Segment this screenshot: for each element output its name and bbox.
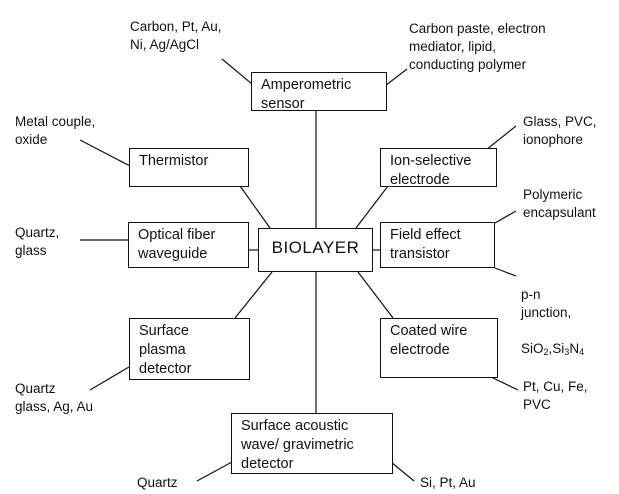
amperometric-sensor-label: Amperometric sensor [261,77,352,112]
connector-acoustic-right-label [390,461,415,482]
connector-fet-top-label [494,210,517,224]
amperometric-materials-right: Carbon paste, electron mediator, lipid, … [409,21,546,72]
ion-selective-electrode-label: Ion-selective electrode [390,153,472,188]
connector-center-ion-selective [355,185,389,229]
fet-materials-n4-sub: 4 [579,347,585,357]
fet-materials-si3: ,Si [548,341,565,356]
surface-acoustic-materials-right: Si, Pt, Au [420,475,476,490]
field-effect-transistor-box: Field effect transistor [380,222,495,268]
thermistor-box: Thermistor [129,148,249,187]
fet-materials-si3-sub: 3 [564,347,570,357]
connector-fet-bottom-label [494,267,517,277]
amperometric-materials-left: Carbon, Pt, Au, Ni, Ag/AgCl [130,19,222,52]
biolayer-box: BIOLAYER [258,228,373,272]
surface-acoustic-materials-left: Quartz [137,475,178,490]
field-effect-transistor-label: Field effect transistor [390,227,461,262]
connector-center-coated [357,271,394,319]
fet-materials-bottom-line1: p-n junction, [521,287,572,320]
surface-acoustic-wave-detector-box: Surface acoustic wave/ gravimetric detec… [231,413,393,474]
connector-plasma-label [89,366,130,391]
connector-thermistor-label [79,139,131,167]
biolayer-label: BIOLAYER [271,238,360,257]
optical-fiber-waveguide-label: Optical fiber waveguide [138,227,216,262]
fet-materials-top: Polymeric encapsulant [523,187,596,220]
fet-materials-sio2: SiO [521,341,544,356]
connector-coated-label [488,375,519,391]
optical-fiber-materials: Quartz, glass [15,225,60,258]
fet-materials-sio2-sub: 2 [543,347,549,357]
connector-ion-label [485,125,517,151]
amperometric-sensor-box: Amperometric sensor [251,72,387,112]
thermistor-materials: Metal couple, oxide [15,114,96,147]
connector-acoustic-left-label [196,461,233,482]
connector-center-thermistor [239,185,271,229]
ion-selective-electrode-box: Ion-selective electrode [380,148,497,188]
fet-materials-bottom: p-n junction, SiO2,Si3N4 [521,268,584,361]
ion-selective-materials: Glass, PVC, ionophore [523,114,597,147]
coated-wire-electrode-box: Coated wire electrode [380,318,498,378]
connector-center-plasma [234,271,273,319]
surface-plasma-materials: Quartz glass, Ag, Au [15,381,94,414]
coated-wire-materials: Pt, Cu, Fe, PVC [523,379,588,412]
fet-materials-n4: N [569,341,580,356]
surface-plasma-detector-box: Surface plasma detector [129,318,250,380]
thermistor-label: Thermistor [139,153,209,169]
coated-wire-electrode-label: Coated wire electrode [390,323,468,358]
surface-plasma-detector-label: Surface plasma detector [139,323,192,377]
surface-acoustic-wave-detector-label: Surface acoustic wave/ gravimetric detec… [241,418,354,472]
optical-fiber-waveguide-box: Optical fiber waveguide [128,222,249,268]
